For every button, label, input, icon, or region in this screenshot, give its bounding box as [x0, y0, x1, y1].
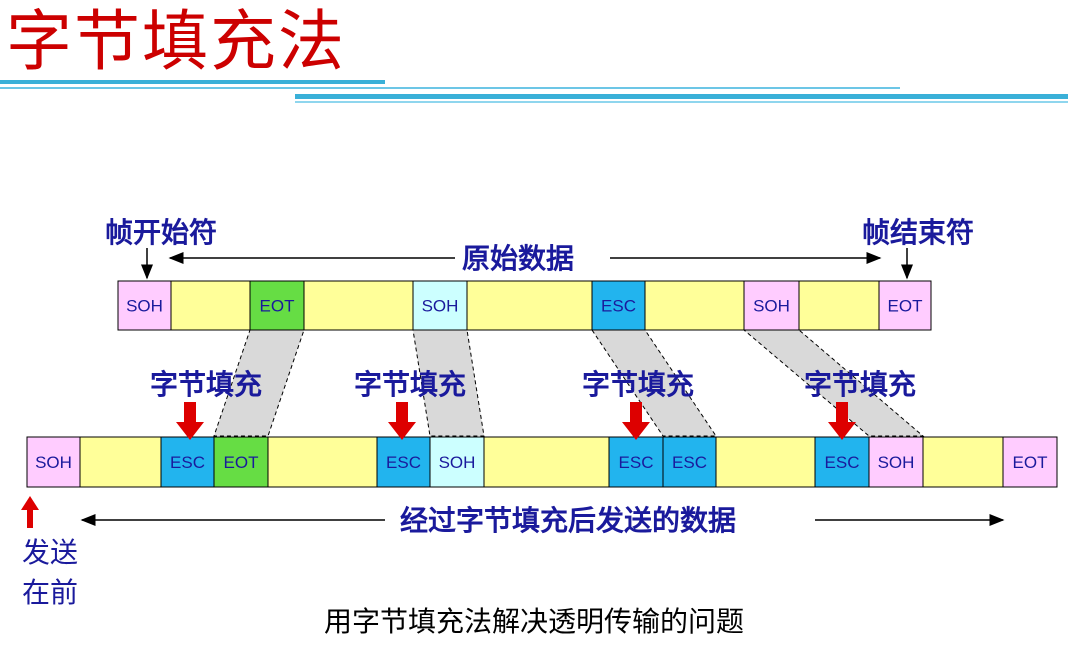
send-first-arrow: [21, 496, 39, 528]
original-cell-data: [303, 280, 414, 331]
stuffed-cell-esc: [160, 436, 215, 488]
stuffed-cell-soh: [429, 436, 485, 488]
stuff-arrow-2: [388, 402, 416, 440]
original-cell-eot: [249, 280, 305, 331]
stuff-arrow-1: [176, 402, 204, 440]
stuffed-cell-esc: [662, 436, 717, 488]
original-cell-label: SOH: [126, 297, 163, 316]
stuffed-cell-label: SOH: [35, 453, 72, 472]
stuffed-cell-label: ESC: [619, 453, 654, 472]
stuffed-cell-data: [922, 436, 1004, 488]
stuffed-cell-data: [715, 436, 816, 488]
stuffed-cell-data: [267, 436, 378, 488]
caption: 用字节填充法解决透明传输的问题: [323, 605, 744, 638]
original-cell-data: [466, 280, 593, 331]
byte-stuffing-label-1: 字节填充: [150, 368, 263, 401]
stuff-arrow-4: [828, 402, 856, 440]
original-cell-label: ESC: [601, 297, 636, 316]
frame-start-label: 帧开始符: [105, 216, 218, 249]
stuffed-cell-label: SOH: [878, 453, 915, 472]
stuffed-cell-eot: [1002, 436, 1058, 488]
mapping-regions: [213, 329, 925, 437]
byte-stuffing-label-4: 字节填充: [804, 368, 917, 401]
red-arrows: [176, 402, 856, 440]
title-underline-long: [295, 94, 1068, 99]
original-cell-label: EOT: [260, 297, 295, 316]
stuffed-cell-data: [79, 436, 162, 488]
title-underline-short: [0, 80, 385, 84]
original-cell-soh: [743, 280, 800, 331]
title-underline-long-thin: [295, 101, 1068, 103]
stuffed-cell-label: ESC: [825, 453, 860, 472]
send-first-label-line1: 发送: [22, 536, 79, 569]
byte-stuffing-label-2: 字节填充: [354, 368, 467, 401]
frame-end-label: 帧结束符: [862, 216, 975, 249]
original-cell-data: [170, 280, 251, 331]
stuffed-cell-eot: [213, 436, 269, 488]
byte-stuffing-label-3: 字节填充: [582, 368, 695, 401]
title-underline-thin: [0, 87, 900, 89]
original-cell-label: SOH: [422, 297, 459, 316]
stuffed-frame-row: SOH ESC EOT ESC SOH ESC ESC ESC SOH EOT: [26, 436, 1058, 488]
original-frame-row: SOH EOT SOH ESC SOH EOT: [117, 280, 932, 331]
original-data-label: 原始数据: [462, 242, 575, 275]
page-title: 字节填充法: [6, 3, 346, 80]
stuffed-cell-label: ESC: [170, 453, 205, 472]
stuffed-cell-label: SOH: [439, 453, 476, 472]
send-first-label-line2: 在前: [22, 576, 79, 609]
original-cell-esc: [591, 280, 646, 331]
original-cell-soh: [412, 280, 468, 331]
stuffed-cell-soh: [26, 436, 81, 488]
stuffed-cell-label: EOT: [1013, 453, 1048, 472]
stuffed-cell-data: [483, 436, 610, 488]
stuffed-cell-soh: [868, 436, 924, 488]
stuffed-cell-esc: [376, 436, 431, 488]
original-cell-label: SOH: [753, 297, 790, 316]
original-cell-data: [798, 280, 880, 331]
original-cell-eot: [878, 280, 932, 331]
stuffed-cell-label: ESC: [672, 453, 707, 472]
stuff-arrow-3: [622, 402, 650, 440]
stuffed-cell-label: EOT: [224, 453, 259, 472]
sent-data-label: 经过字节填充后发送的数据: [400, 504, 737, 537]
stuffed-cell-esc: [608, 436, 664, 488]
original-cell-label: EOT: [888, 297, 923, 316]
stuffed-cell-label: ESC: [386, 453, 421, 472]
original-cell-data: [644, 280, 745, 331]
